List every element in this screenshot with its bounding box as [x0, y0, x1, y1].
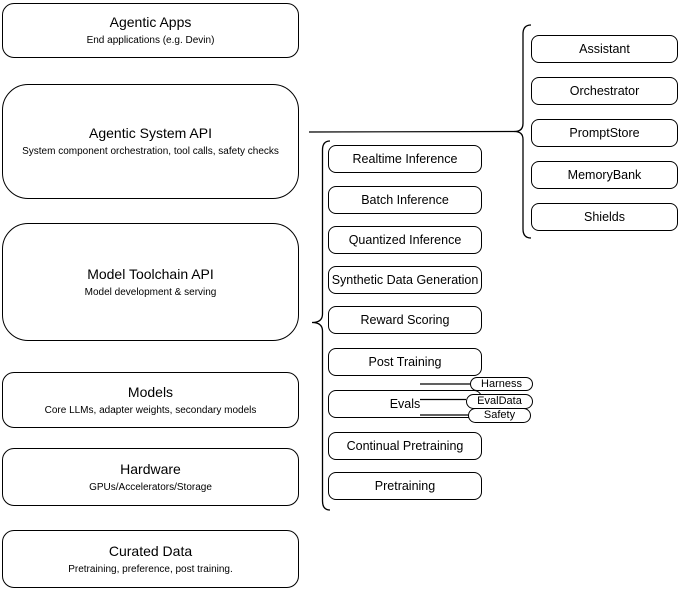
node-label: Reward Scoring: [360, 313, 450, 327]
node-evals: Evals: [328, 390, 482, 418]
tag-label: Safety: [483, 409, 516, 421]
node-label: Orchestrator: [569, 84, 640, 98]
tag-harness: Harness: [470, 377, 533, 391]
node-reward-scoring: Reward Scoring: [328, 306, 482, 334]
node-continual-pretraining: Continual Pretraining: [328, 432, 482, 460]
node-agentic-system-api: Agentic System API System component orch…: [2, 84, 299, 199]
node-subtitle: End applications (e.g. Devin): [86, 35, 215, 46]
node-subtitle: Pretraining, preference, post training.: [68, 563, 233, 575]
tag-label: Harness: [481, 377, 522, 390]
node-pretraining: Pretraining: [328, 472, 482, 500]
node-label: Evals: [389, 397, 421, 411]
node-subtitle: System component orchestration, tool cal…: [22, 146, 279, 157]
node-title: Hardware: [120, 460, 181, 477]
node-subtitle: Core LLMs, adapter weights, secondary mo…: [44, 404, 257, 416]
edge-systemapi-to-components: [308, 130, 516, 133]
node-label: Pretraining: [374, 479, 436, 493]
node-title: Models: [127, 383, 174, 400]
node-model-toolchain-api: Model Toolchain API Model development & …: [2, 223, 299, 341]
node-models: Models Core LLMs, adapter weights, secon…: [2, 372, 299, 428]
node-label: Realtime Inference: [352, 152, 458, 166]
node-label: Assistant: [579, 42, 630, 56]
node-shields: Shields: [531, 203, 678, 231]
node-label: Post Training: [368, 355, 442, 369]
node-label: Continual Pretraining: [346, 439, 464, 453]
tag-label: EvalData: [477, 395, 522, 407]
node-quantized-inference: Quantized Inference: [328, 226, 482, 254]
node-subtitle: GPUs/Accelerators/Storage: [89, 481, 212, 493]
node-orchestrator: Orchestrator: [531, 77, 678, 105]
node-title: Agentic Apps: [109, 14, 192, 30]
tag-safety: Safety: [468, 408, 531, 423]
node-hardware: Hardware GPUs/Accelerators/Storage: [2, 448, 299, 506]
node-title: Curated Data: [108, 542, 193, 559]
node-label: Shields: [584, 210, 625, 224]
node-label: Synthetic Data Generation: [331, 273, 479, 287]
node-synthetic-data-generation: Synthetic Data Generation: [328, 266, 482, 294]
node-title: Agentic System API: [89, 125, 212, 141]
node-label: Quantized Inference: [348, 233, 462, 247]
node-curated-data: Curated Data Pretraining, preference, po…: [2, 530, 299, 588]
tag-evaldata: EvalData: [466, 394, 533, 409]
node-promptstore: PromptStore: [531, 119, 678, 147]
node-post-training: Post Training: [328, 348, 482, 376]
node-batch-inference: Batch Inference: [328, 186, 482, 214]
node-label: MemoryBank: [567, 168, 642, 182]
node-assistant: Assistant: [531, 35, 678, 63]
node-title: Model Toolchain API: [87, 265, 214, 282]
node-memorybank: MemoryBank: [531, 161, 678, 189]
node-subtitle: Model development & serving: [84, 286, 217, 298]
node-label: PromptStore: [569, 126, 640, 140]
node-label: Batch Inference: [361, 193, 449, 207]
node-realtime-inference: Realtime Inference: [328, 145, 482, 173]
node-agentic-apps: Agentic Apps End applications (e.g. Devi…: [2, 3, 299, 58]
brace-system-components: [514, 24, 532, 239]
